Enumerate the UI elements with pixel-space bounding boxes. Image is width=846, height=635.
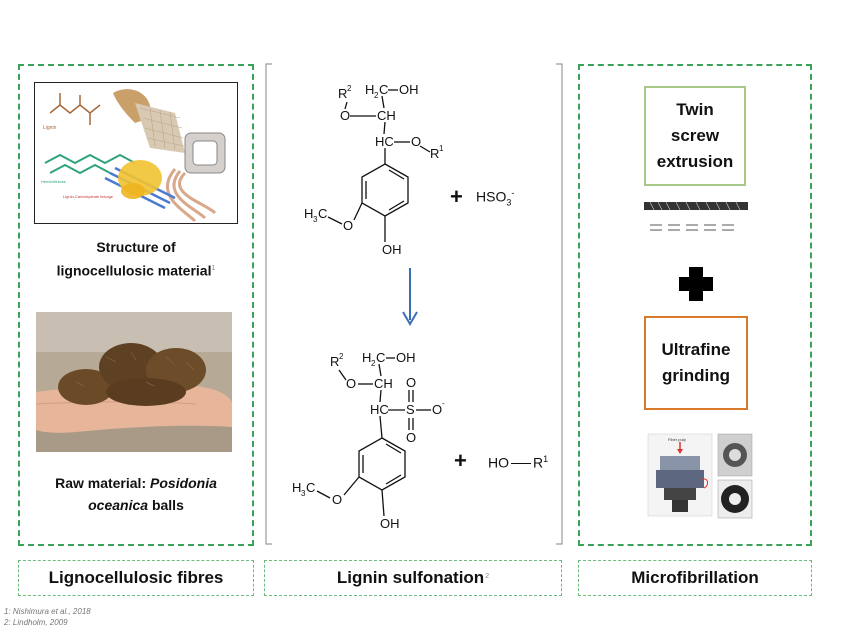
svg-text:3: 3	[313, 215, 318, 224]
fiber-pulp-label: Fiber pulp	[668, 437, 687, 442]
svg-text:2: 2	[371, 359, 376, 368]
svg-text:H: H	[365, 82, 374, 97]
reference-1: 1: Nishimura et al., 2018	[4, 607, 91, 616]
svg-text:R: R	[338, 86, 347, 101]
grinder-diagram: Fiber pulp	[647, 433, 753, 519]
twin-screw-extrusion-box: Twin screw extrusion	[644, 86, 746, 186]
reaction-arrow	[402, 268, 418, 326]
svg-text:O: O	[432, 402, 442, 417]
caption-microfibrillation: Microfibrillation	[578, 560, 812, 596]
svg-text:O: O	[332, 492, 342, 507]
hemicellulose-label: Hemicellulose	[41, 179, 67, 184]
svg-text:2: 2	[347, 84, 352, 93]
svg-text:C: C	[318, 206, 327, 221]
svg-text:OH: OH	[382, 242, 402, 257]
svg-text:O: O	[406, 375, 416, 390]
caption-lignocellulosic-fibres: Lignocellulosic fibres	[18, 560, 254, 596]
structure-ref: 1	[211, 265, 216, 272]
svg-text:2: 2	[374, 91, 379, 100]
ultrafine-grinding-box: Ultrafine grinding	[644, 316, 748, 410]
references: 1: Nishimura et al., 2018 2: Lindholm, 2…	[4, 606, 91, 628]
svg-text:O: O	[406, 430, 416, 445]
middle-panel-bracket	[265, 63, 563, 545]
svg-text:C: C	[376, 350, 385, 365]
product-plus: +	[454, 448, 467, 473]
svg-text:R: R	[330, 354, 339, 369]
svg-text:CH: CH	[377, 108, 396, 123]
svg-text:OH: OH	[396, 350, 416, 365]
caption-ref: 2	[485, 572, 490, 580]
svg-text:HC: HC	[370, 402, 389, 417]
lignocellulose-structure-image: Lignin Hemicellulose Lignin-Carbohydrate…	[34, 82, 238, 224]
plus-icon	[679, 267, 713, 301]
svg-text:S: S	[406, 402, 415, 417]
raw-material-label: Raw material: Posidonia oceanica balls	[55, 475, 217, 513]
right-panel	[578, 64, 812, 546]
reactant-plus: +	[450, 184, 463, 209]
svg-text:H: H	[362, 350, 371, 365]
reference-2: 2: Lindholm, 2009	[4, 618, 68, 627]
svg-text:CH: CH	[374, 376, 393, 391]
svg-text:O: O	[346, 376, 356, 391]
left-panel	[18, 64, 254, 546]
svg-text:R: R	[430, 146, 439, 161]
svg-text:1: 1	[439, 144, 444, 153]
svg-text:O: O	[343, 218, 353, 233]
svg-text:C: C	[306, 480, 315, 495]
structure-label: Structure of lignocellulosic material1	[56, 239, 216, 279]
bisulfite-reagent: HSO3-	[476, 188, 515, 208]
svg-text:O: O	[340, 108, 350, 123]
screw-profile-diagram	[644, 201, 748, 231]
svg-text:2: 2	[339, 352, 344, 361]
svg-text:3: 3	[301, 489, 306, 498]
lignin-label: Lignin	[43, 125, 57, 131]
svg-text:HC: HC	[375, 134, 394, 149]
svg-text:H: H	[304, 206, 313, 221]
posidonia-photo	[36, 312, 232, 452]
lcc-label: Lignin-Carbohydrate linkage	[63, 194, 114, 199]
svg-text:H: H	[292, 480, 301, 495]
svg-text:OH: OH	[399, 82, 419, 97]
svg-text:OH: OH	[380, 516, 400, 531]
svg-text:-: -	[442, 399, 445, 408]
svg-text:O: O	[411, 134, 421, 149]
svg-text:C: C	[379, 82, 388, 97]
